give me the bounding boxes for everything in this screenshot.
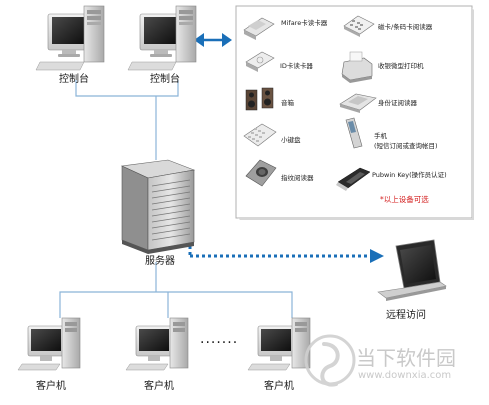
device-label-speaker: 音箱 xyxy=(281,99,294,107)
device-label-keypad: 小键盘 xyxy=(281,136,301,144)
idcard-scanner-icon xyxy=(339,93,377,113)
magcard-reader-icon xyxy=(343,15,375,37)
server-cabinet xyxy=(120,159,196,254)
id-card-reader-icon xyxy=(245,51,275,72)
device-label-phone-note: (短信订阅或查询帐目) xyxy=(374,142,438,150)
device-label-fingerprint: 指纹阅读器 xyxy=(281,174,314,182)
client-label-3: 客户机 xyxy=(264,381,294,392)
receipt-printer-icon xyxy=(341,51,373,83)
watermark-brand: 当下软件园 xyxy=(356,346,456,370)
client-label-2: 客户机 xyxy=(144,381,174,392)
device-link-arrow xyxy=(194,33,232,47)
connection-lines xyxy=(59,80,293,318)
keypad-icon xyxy=(243,123,277,147)
remote-access-arrow xyxy=(184,238,384,263)
device-label-receipt-printer: 收银微型打印机 xyxy=(378,62,424,70)
optional-devices-note: *以上设备可选 xyxy=(380,195,429,204)
pubwin-key-icon xyxy=(336,167,371,191)
client-pc-1 xyxy=(17,317,81,371)
fingerprint-reader-icon xyxy=(245,159,277,187)
client-bus-line xyxy=(59,291,293,318)
device-label-pubwin: Pubwin Key(操作员认证) xyxy=(372,171,447,179)
device-label-phone: 手机 xyxy=(374,132,387,140)
watermark-logo-icon xyxy=(304,334,356,387)
console-label-right: 控制台 xyxy=(150,74,180,85)
device-label-magcard: 磁卡/条码卡阅读器 xyxy=(378,23,433,31)
console-label-left: 控制台 xyxy=(59,74,89,85)
console-pc-left xyxy=(35,5,105,71)
client-pc-2 xyxy=(125,317,189,371)
client-ellipsis: ······· xyxy=(200,335,239,351)
client-pc-3 xyxy=(247,317,311,371)
console-bus-line xyxy=(75,80,179,97)
mifare-reader-icon xyxy=(243,17,275,40)
console-pc-right xyxy=(127,5,197,71)
server-label: 服务器 xyxy=(145,256,175,267)
mobile-phone-icon xyxy=(345,117,363,149)
device-panel xyxy=(235,5,474,220)
laptop xyxy=(377,239,447,301)
device-label-idcard-reader: 身份证阅读器 xyxy=(378,99,417,107)
remote-access-label: 远程访问 xyxy=(386,310,426,321)
client-label-1: 客户机 xyxy=(36,381,66,392)
speaker-icon xyxy=(245,87,274,111)
device-label-id-reader: ID卡读卡器 xyxy=(280,62,313,70)
device-label-mifare: Mifare卡读卡器 xyxy=(281,19,328,27)
watermark-url: www.downxia.com xyxy=(358,370,452,381)
